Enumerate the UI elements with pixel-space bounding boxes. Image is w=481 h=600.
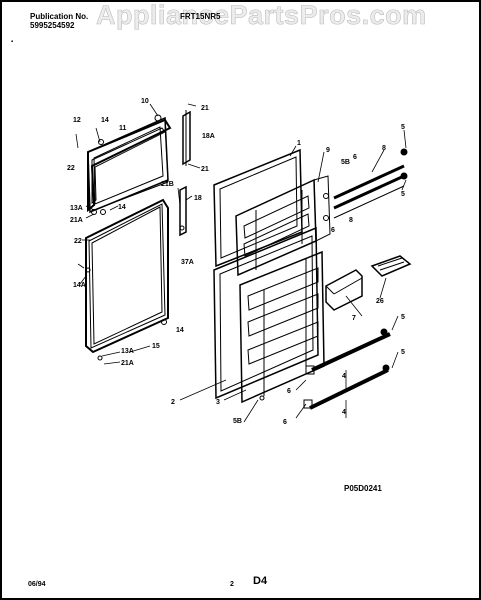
freezer-door-gasket [87, 116, 172, 214]
fresh-food-door-gasket [85, 198, 169, 354]
footer-page-number: 2 [230, 581, 234, 588]
publication-number: 5995254592 [30, 21, 75, 30]
watermark-text: AppliancePartsPros.com [96, 0, 427, 30]
door-trim-strips [179, 110, 191, 237]
diagram-code: P05D0241 [344, 484, 382, 493]
egg-tray [370, 255, 412, 277]
callout: 21 [201, 166, 209, 173]
callout: 5 [401, 314, 405, 321]
freezer-shelf-bars [333, 164, 405, 219]
footer-date: 06/94 [28, 581, 46, 588]
callout: 15 [152, 343, 160, 350]
callout: 6 [283, 419, 287, 426]
callout: 5 [401, 124, 405, 131]
callout: 7 [352, 315, 356, 322]
callout-leaders [75, 103, 407, 423]
corner-dot: ▪ [11, 39, 14, 45]
callout: 4 [342, 409, 346, 416]
callout: 10 [141, 98, 149, 105]
callout: 21 [201, 105, 209, 112]
callout: 11 [119, 125, 127, 132]
dairy-door [325, 269, 363, 311]
callout: 5B [233, 418, 242, 425]
callout: 4 [342, 373, 346, 380]
callout: 5B [341, 159, 350, 166]
callout: 5 [401, 191, 405, 198]
callout: 6 [287, 388, 291, 395]
fasteners [85, 114, 408, 409]
callout: 8 [349, 217, 353, 224]
model-number: FRT15NR5 [180, 12, 221, 21]
callout: 6 [353, 154, 357, 161]
callout: 8 [382, 145, 386, 152]
callout: 5 [401, 349, 405, 356]
callout: 13A [121, 348, 134, 355]
fresh-food-shelf-bars [309, 332, 391, 410]
callout: 2 [171, 399, 175, 406]
callout: 22 [74, 238, 82, 245]
publication-label: Publication No. [30, 12, 89, 21]
footer-section: D4 [253, 575, 268, 587]
callout: 14 [176, 327, 184, 334]
callout: 12 [73, 117, 81, 124]
callout: 21B [161, 181, 174, 188]
callout: 1 [297, 140, 301, 147]
freezer-door-liner [213, 148, 331, 277]
callout: 13A [70, 205, 83, 212]
callout: 18 [194, 195, 202, 202]
callout: 26 [376, 298, 384, 305]
callout: 22 [67, 165, 75, 172]
callout: 14 [118, 204, 126, 211]
callout-labels: 12 14 11 10 21 18A 21 21B 18 1 9 5B 6 8 … [67, 98, 405, 426]
callout: 9 [326, 147, 330, 154]
callout: 3 [216, 399, 220, 406]
callout: 21A [121, 360, 134, 367]
callout: 18A [202, 133, 215, 140]
callout: 14A [73, 282, 86, 289]
callout: 6 [331, 227, 335, 234]
callout: 37A [181, 259, 194, 266]
fresh-food-door-liner [213, 226, 325, 404]
callout: 21A [70, 217, 83, 224]
callout: 14 [101, 117, 109, 124]
